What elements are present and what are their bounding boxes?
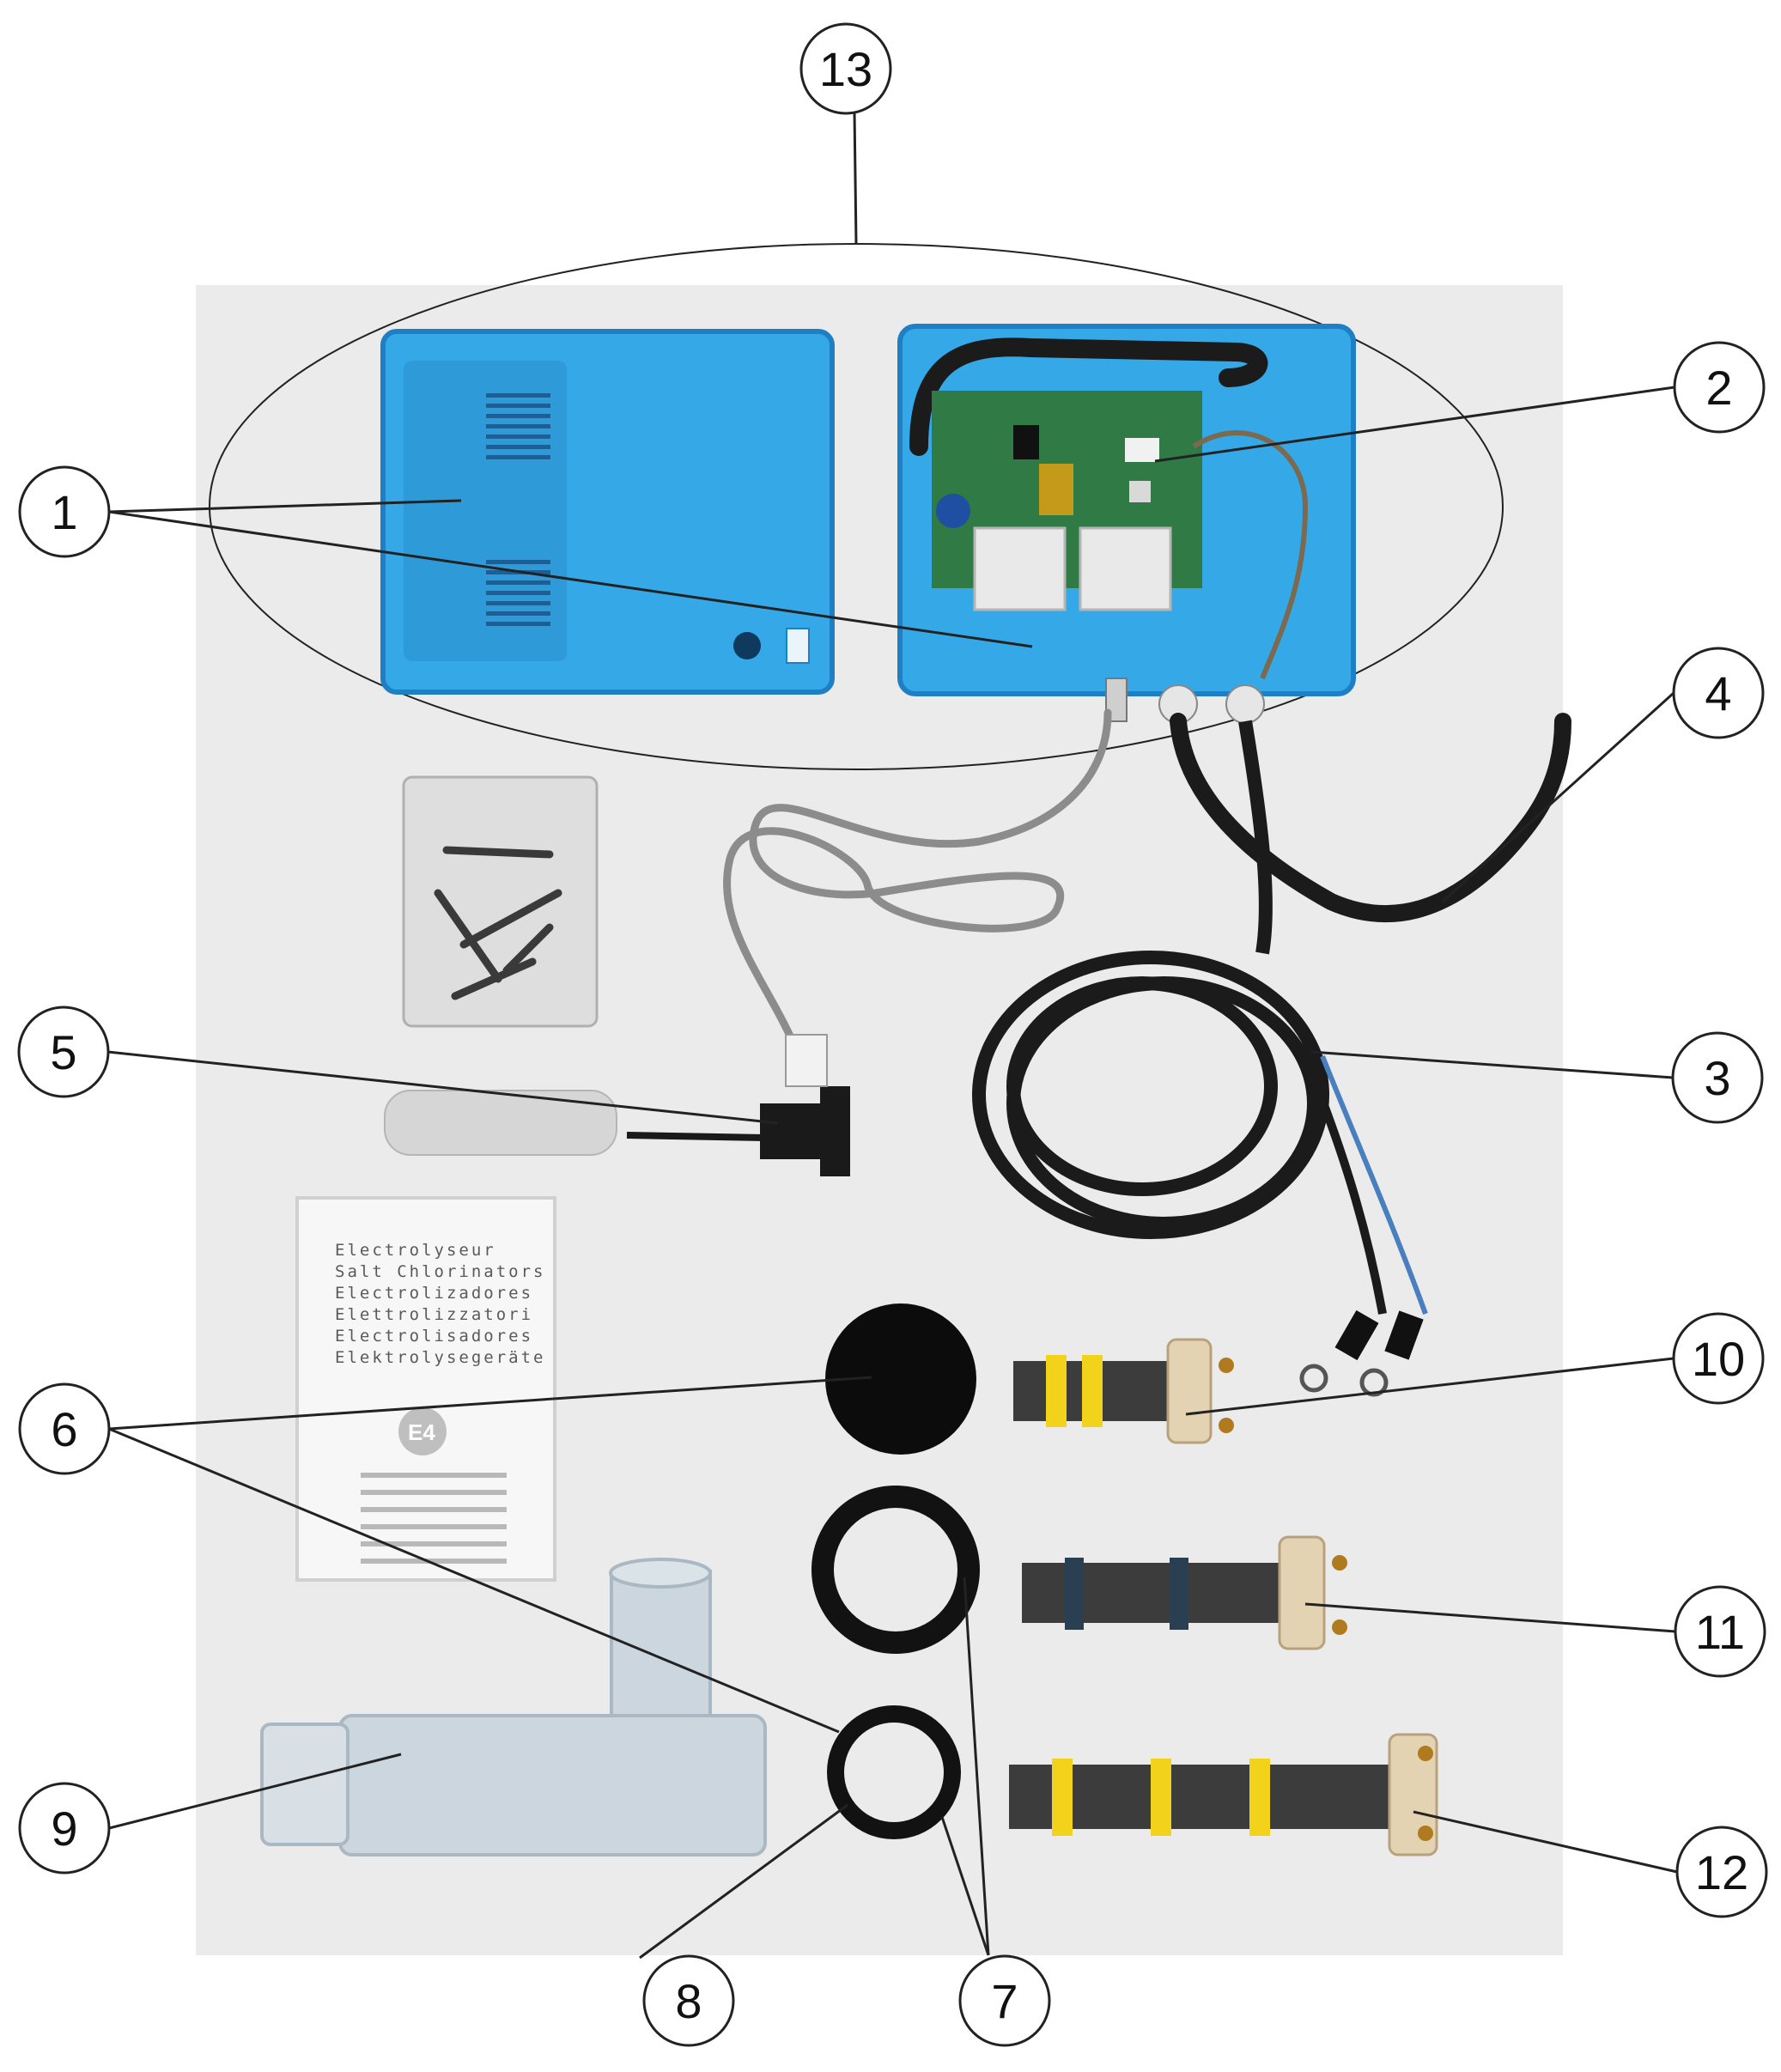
pcb-board [932,391,1202,611]
callout-5: 5 [17,1006,110,1098]
callout-label-4: 4 [1705,666,1731,720]
manual-line-5: Elektrolysegeräte [335,1348,545,1367]
callout-label-3: 3 [1704,1051,1730,1105]
callout-label-12: 12 [1695,1845,1748,1899]
callout-6: 6 [18,1382,111,1475]
callout-label-10: 10 [1692,1332,1745,1386]
callout-1: 1 [18,465,111,558]
callout-9: 9 [18,1782,111,1875]
callout-label-9: 9 [51,1802,77,1856]
callout-11: 11 [1674,1585,1766,1678]
power-cable [1170,713,1571,922]
flow-switch [384,1034,850,1176]
electrode-10 [1013,1338,1234,1444]
callout-label-1: 1 [51,485,77,539]
flow-switch-cable [722,708,1112,1060]
callout-10: 10 [1672,1312,1765,1405]
callout-3: 3 [1671,1031,1764,1124]
callout-label-13: 13 [819,42,872,96]
cable-glands [1105,678,1265,724]
callout-label-11: 11 [1695,1605,1745,1659]
callout-label-7: 7 [991,1974,1018,2028]
internal-wires [1192,430,1309,680]
callout-7: 7 [958,1954,1051,2047]
manual-line-4: Electrolisadores [335,1327,533,1346]
large-o-ring [811,1486,980,1654]
callout-label-5: 5 [50,1025,76,1079]
ring-terminals [1299,1309,1424,1397]
manual-line-0: Electrolyseur [335,1241,496,1260]
leader-lines [107,111,1678,1960]
callout-2: 2 [1673,341,1766,434]
callout-4: 4 [1672,647,1765,739]
electrode-12 [1009,1733,1438,1856]
manual-logo: E4 [408,1419,435,1445]
screw-bag [402,775,599,1028]
callout-12: 12 [1675,1826,1768,1918]
callout-label-2: 2 [1705,361,1732,415]
callout-label-8: 8 [675,1974,702,2028]
electrode-cable-coil [972,720,1428,1316]
instruction-manual: Electrolyseur Salt Chlorinators Electrol… [295,1196,556,1582]
manual-line-3: Elettrolizzatori [335,1305,533,1324]
cell-cap [825,1303,976,1455]
manual-line-1: Salt Chlorinators [335,1262,545,1281]
callout-label-6: 6 [51,1402,77,1456]
electrode-11 [1022,1535,1347,1650]
manual-line-2: Electrolizadores [335,1284,533,1303]
small-o-ring [827,1705,961,1839]
callout-8: 8 [642,1954,735,2047]
callout-13: 13 [799,22,892,115]
cell-body [260,1558,767,1856]
housing-cover [380,329,835,695]
